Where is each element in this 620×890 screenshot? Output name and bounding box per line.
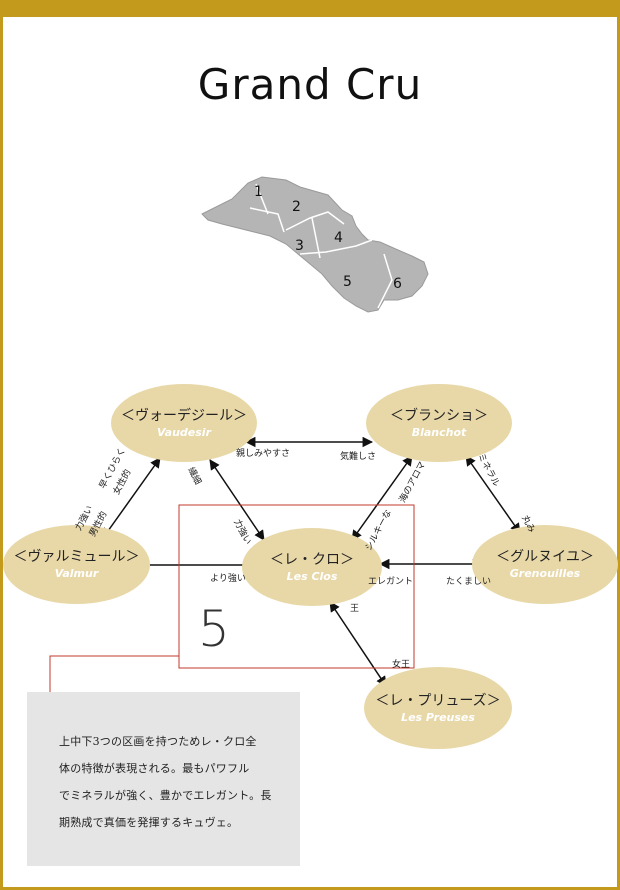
description-line-2: 体の特徴が表現される。最もパワフル [59,762,250,775]
label-yorichikara: より強い [210,574,246,584]
node-grenouilles-jp: ＜グルヌイユ＞ [496,549,594,565]
node-valmur: ＜ヴァルミュール＞ Valmur [3,525,150,604]
node-grenouilles-fr: Grenouilles [509,567,581,580]
map-label-5: 5 [343,274,352,290]
description-line-3: でミネラルが強く、豊かでエレガント。長 [59,789,272,802]
node-vaudesir: ＜ヴォーデジール＞ Vaudesir [111,384,257,462]
page-title: Grand Cru [197,60,423,109]
node-blanchot: ＜ブランショ＞ Blanchot [366,384,512,462]
map-label-2: 2 [292,199,301,215]
map-label-1: 1 [254,184,263,200]
node-lesclos: ＜レ・クロ＞ Les Clos [242,528,382,606]
label-elegant: エレガント [368,577,414,587]
node-blanchot-fr: Blanchot [411,425,467,439]
label-kinan: 気難しさ [340,452,377,462]
node-preuses-jp: ＜レ・プリューズ＞ [375,692,501,709]
node-grenouilles: ＜グルヌイユ＞ Grenouilles [472,525,618,604]
node-lesclos-jp: ＜レ・クロ＞ [270,551,354,568]
map-label-6: 6 [393,276,402,292]
node-blanchot-jp: ＜ブランショ＞ [390,407,488,424]
node-preuses: ＜レ・プリューズ＞ Les Preuses [364,667,512,749]
map-label-4: 4 [334,230,343,246]
description-box: 上中下3つの区画を持つためレ・クロ全 体の特徴が表現される。最もパワフル でミネ… [27,692,300,866]
label-shitashimi: 親しみやすさ [236,449,291,459]
node-vaudesir-fr: Vaudesir [157,425,211,439]
highlight-box [178,504,415,669]
description-line-1: 上中下3つの区画を持つためレ・クロ全 [59,735,257,748]
node-valmur-jp: ＜ヴァルミュール＞ [13,549,140,565]
node-preuses-fr: Les Preuses [401,710,475,724]
label-takumashii: たくましい [446,577,492,587]
highlight-number: 5 [198,600,230,658]
vineyard-map [201,176,429,313]
node-lesclos-fr: Les Clos [286,569,338,583]
highlight-connector [49,655,179,692]
node-valmur-fr: Valmur [54,567,99,580]
description-line-4: 期熟成で真価を発揮するキュヴェ。 [59,816,239,829]
label-jouou: 女王 [392,660,411,670]
node-vaudesir-jp: ＜ヴォーデジール＞ [121,407,247,424]
label-ou: 王 [350,604,360,614]
map-label-3: 3 [295,238,304,254]
